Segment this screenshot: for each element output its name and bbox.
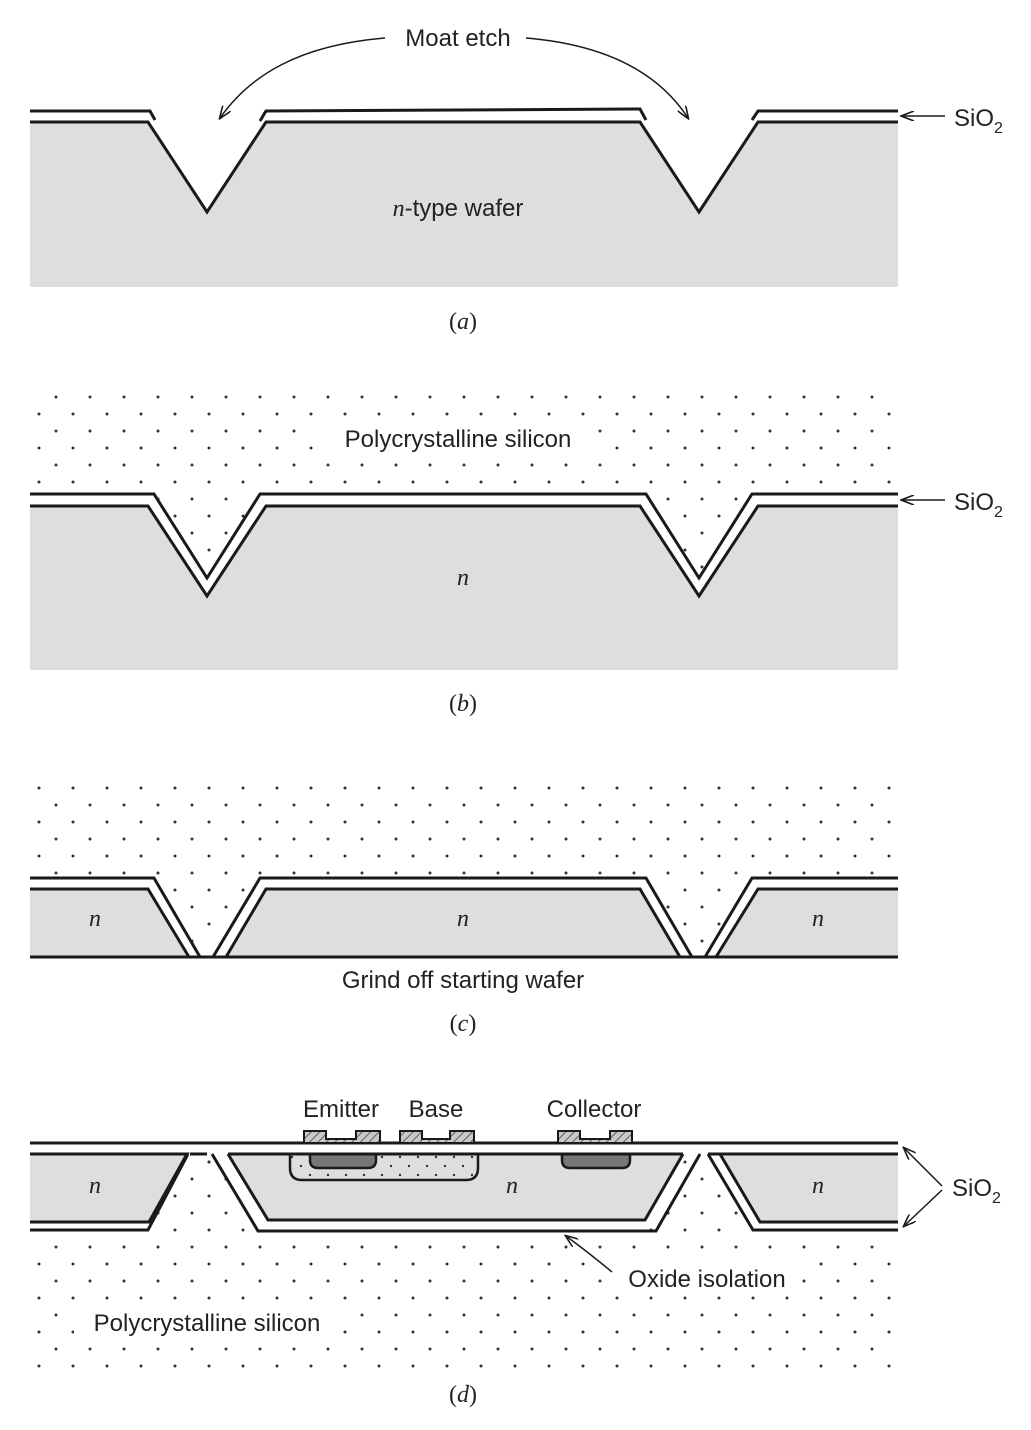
- n-label-d-left: n: [89, 1173, 101, 1199]
- moat-etch-label: Moat etch: [405, 25, 510, 52]
- base-contact: [399, 1130, 475, 1144]
- wafer-surface-line: [30, 120, 898, 215]
- n-label-d-center: n: [506, 1173, 518, 1199]
- sio2-top-line-b: [30, 492, 898, 581]
- panel-d: Emitter Base Collector n n n SiO2 Oxide …: [30, 1096, 1001, 1408]
- emitter-label: Emitter: [303, 1096, 379, 1123]
- oxide-isolation-label: Oxide isolation: [628, 1266, 785, 1293]
- n-island-right-d: [720, 1154, 898, 1222]
- moat-etch-arrow-right: [525, 37, 688, 118]
- poly-label-d-bg: [74, 1306, 340, 1338]
- oxide-isolation-pointer: [566, 1236, 613, 1273]
- n-island-center-c: [226, 889, 680, 957]
- caption-a: (a): [449, 309, 477, 335]
- polysilicon-region-b: [30, 390, 898, 578]
- si-surface-line-b: [30, 504, 898, 599]
- sio2-label-a: SiO2: [954, 105, 1003, 137]
- sio2-label-d: SiO2: [952, 1175, 1001, 1207]
- moat-etch-arrow-left: [220, 37, 386, 118]
- poly-label-d: Polycrystalline silicon: [94, 1310, 321, 1337]
- n-island-left-c: [30, 889, 189, 957]
- si-surface-line-d: [30, 1152, 190, 1224]
- panel-c: n n n Grind off starting wafer (c): [30, 775, 898, 1037]
- grind-label: Grind off starting wafer: [342, 967, 584, 994]
- collector-contact: [557, 1130, 633, 1144]
- caption-b: (b): [449, 691, 477, 717]
- polysilicon-region-c: [30, 775, 898, 957]
- poly-label-b: Polycrystalline silicon: [345, 426, 572, 453]
- sio2-layer-center: [258, 107, 648, 122]
- poly-label-bg: [325, 422, 587, 454]
- sio2-label-b: SiO2: [954, 489, 1003, 521]
- n-label-c-center: n: [457, 906, 469, 932]
- sio2-pointer-d-top: [904, 1148, 943, 1187]
- n-island-right-c: [716, 889, 898, 957]
- sio2-layer-right: [750, 109, 898, 121]
- panel-a: Moat etch SiO2 n-type wafer (a): [30, 25, 1003, 335]
- n-type-wafer: [30, 122, 898, 287]
- oxide-label-bg: [614, 1262, 800, 1294]
- sio2-top-line-c: [30, 876, 898, 958]
- n-label-c-left: n: [89, 906, 101, 932]
- n-label-c-right: n: [812, 906, 824, 932]
- n-region-b: [30, 506, 898, 670]
- panel-b: Polycrystalline silicon SiO2 n (b): [30, 390, 1003, 717]
- si-surface-line-c: [30, 887, 898, 958]
- collector-region: [560, 1152, 632, 1170]
- n-label-d-right: n: [812, 1173, 824, 1199]
- emitter-contact: [303, 1130, 381, 1144]
- si-surface-line-d-3: [30, 1152, 898, 1232]
- caption-c: (c): [450, 1011, 477, 1037]
- n-island-left-d: [30, 1154, 187, 1222]
- base-label: Base: [409, 1096, 464, 1123]
- sio2-layer-left: [30, 109, 157, 121]
- sio2-pointer-d-bottom: [904, 1189, 943, 1226]
- wafer-label: n-type wafer: [393, 195, 524, 222]
- collector-label: Collector: [547, 1096, 642, 1123]
- caption-d: (d): [449, 1382, 477, 1408]
- emitter-region: [308, 1152, 378, 1170]
- n-label-b: n: [457, 565, 469, 591]
- si-surface-line-d-2: [210, 1153, 702, 1233]
